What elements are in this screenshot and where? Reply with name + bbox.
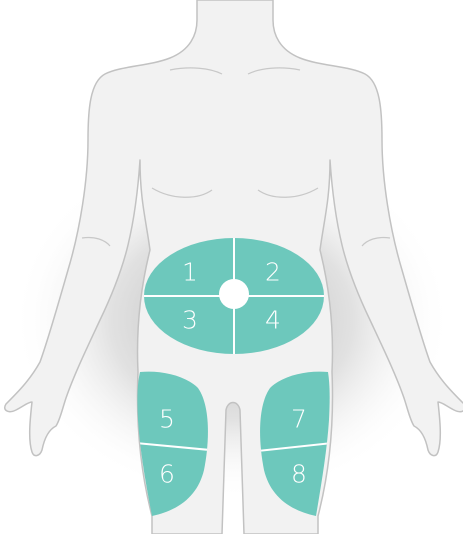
zone-label-2: 2 — [265, 258, 281, 287]
zone-label-3: 3 — [182, 306, 198, 335]
zone-label-6: 6 — [159, 460, 175, 489]
zone-label-8: 8 — [291, 460, 307, 489]
zone-label-5: 5 — [159, 405, 175, 434]
zone-label-4: 4 — [265, 306, 281, 335]
abdomen-zones: 1 2 3 4 — [144, 238, 324, 354]
zone-label-7: 7 — [291, 405, 307, 434]
zone-label-1: 1 — [182, 258, 198, 287]
navel-marker — [219, 279, 249, 309]
